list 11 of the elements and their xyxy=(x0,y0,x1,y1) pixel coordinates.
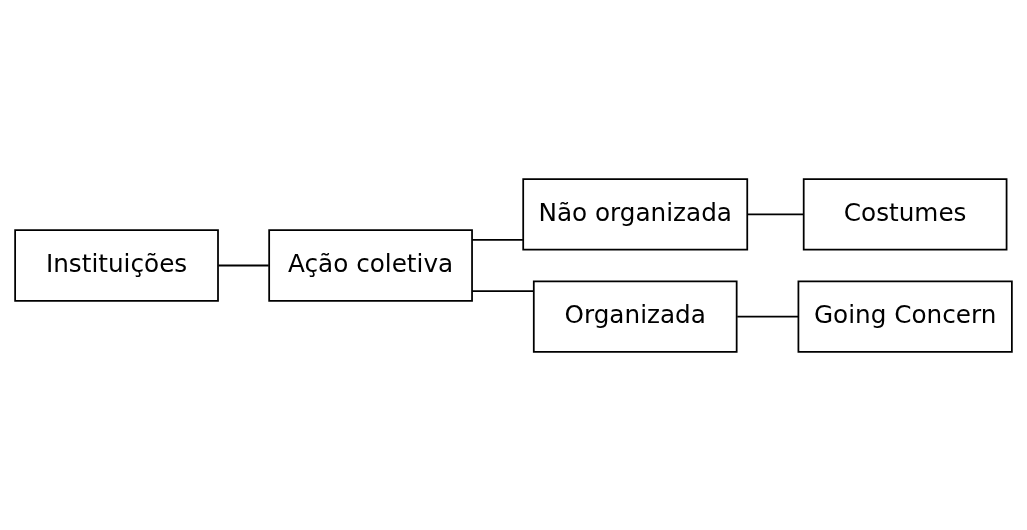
node-box: Costumes xyxy=(802,177,1008,250)
connector xyxy=(471,289,535,292)
node-box: Ação coletiva xyxy=(268,228,473,302)
node-box: Instituições xyxy=(14,228,219,302)
connector xyxy=(736,315,799,318)
connector xyxy=(217,264,270,266)
node-box: Organizada xyxy=(532,280,738,353)
connector xyxy=(746,212,805,215)
node-box: Não organizada xyxy=(522,177,749,250)
connector xyxy=(471,238,524,241)
node-box: Going Concern xyxy=(797,280,1013,353)
